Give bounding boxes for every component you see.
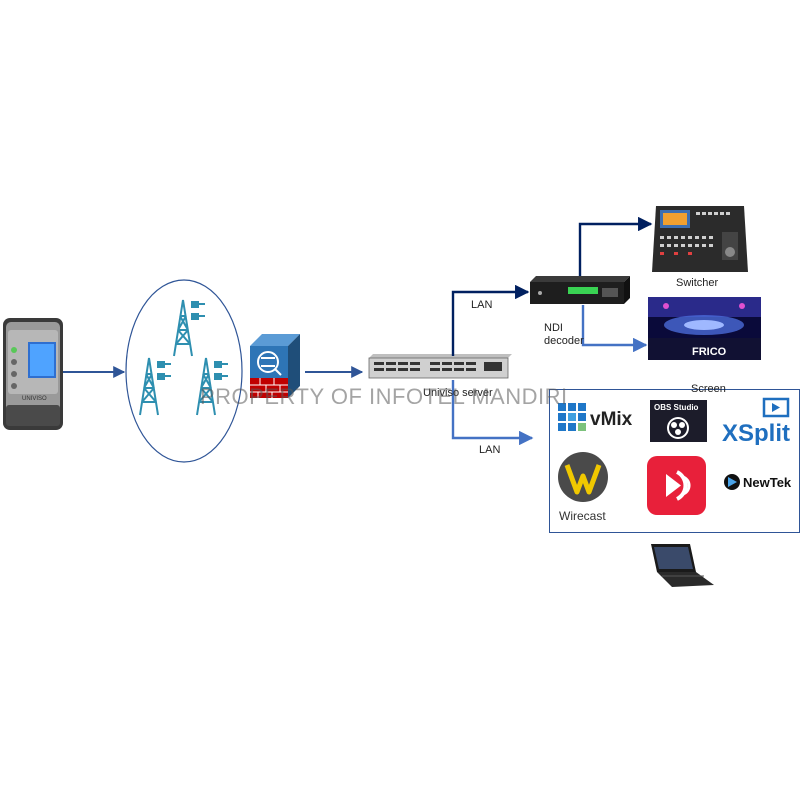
screen-icon: FRICO bbox=[648, 297, 761, 360]
lan-label-lower: LAN bbox=[479, 444, 501, 456]
cell-tower-icon bbox=[139, 299, 228, 416]
server-label: Univiso server bbox=[423, 387, 493, 399]
encoder-device: UNIVISO bbox=[3, 318, 63, 430]
wirecast-logo: Wirecast bbox=[558, 452, 608, 523]
watermark-text: PROPERTY OF INFOTEL MANDIRI bbox=[200, 384, 568, 409]
vmix-logo: vMix bbox=[558, 403, 633, 431]
ndi-decoder-label-line2: decoder bbox=[544, 335, 584, 347]
obs-text: OBS Studio bbox=[654, 403, 699, 412]
arrow-decoder-to-screen bbox=[581, 305, 648, 353]
vmix-text: vMix bbox=[590, 409, 633, 430]
newtek-text: NewTek bbox=[743, 475, 792, 490]
laptop-icon bbox=[651, 544, 714, 587]
screen-label: Screen bbox=[691, 383, 726, 395]
ndi-decoder-icon bbox=[530, 276, 630, 304]
server-icon bbox=[368, 354, 512, 379]
lan-label-upper: LAN bbox=[471, 299, 493, 311]
xsplit-logo: XSplit bbox=[722, 397, 790, 445]
screen-brand-text: FRICO bbox=[692, 346, 727, 358]
app-logo-icon bbox=[647, 456, 706, 515]
arrow-server-to-software bbox=[451, 380, 534, 446]
switcher-label: Switcher bbox=[676, 277, 719, 289]
ndi-decoder-label-line1: NDI bbox=[544, 322, 563, 334]
newtek-logo: NewTek bbox=[724, 474, 792, 490]
device-brand-text: UNIVISO bbox=[22, 396, 47, 402]
switcher-icon bbox=[652, 206, 748, 272]
firewall-icon bbox=[250, 334, 300, 398]
arrow-server-to-decoder bbox=[451, 284, 530, 356]
obs-logo: OBS Studio bbox=[650, 400, 707, 442]
cellular-network-ellipse bbox=[125, 279, 243, 463]
arrow-decoder-to-switcher bbox=[578, 216, 653, 276]
wirecast-text: Wirecast bbox=[559, 509, 606, 523]
xsplit-text: XSplit bbox=[722, 420, 790, 445]
